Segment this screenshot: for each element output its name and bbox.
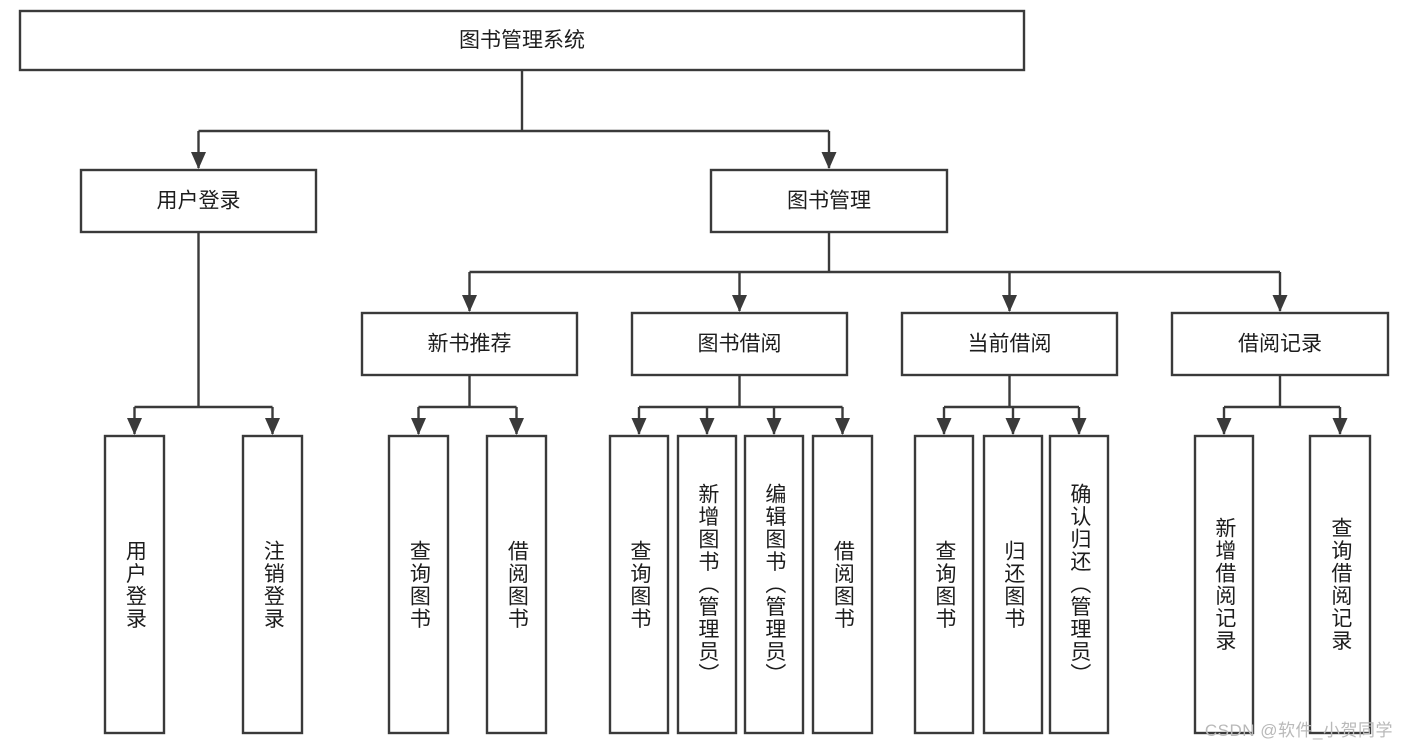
node-leaf-11[interactable] <box>1193 434 1255 735</box>
arrow-head-icon <box>631 418 647 435</box>
arrow-head-icon <box>1002 295 1017 312</box>
node-level2-label-1: 图书管理 <box>787 190 871 213</box>
node-leaf-1[interactable] <box>241 434 304 735</box>
node-level3-2[interactable] <box>900 311 1119 377</box>
node-leaf-8[interactable] <box>913 434 975 735</box>
node-leaf-10[interactable] <box>1048 434 1110 735</box>
arrow-head-icon <box>1332 418 1348 435</box>
arrow-head-icon <box>191 152 206 169</box>
arrow-head-icon <box>1272 295 1288 312</box>
arrow-head-icon <box>1071 418 1087 435</box>
node-leaf-6[interactable] <box>743 434 805 735</box>
node-level3-label-1: 图书借阅 <box>698 333 782 356</box>
arrow-head-icon <box>462 295 477 312</box>
node-root-label: 图书管理系统 <box>459 29 585 52</box>
node-level3-3[interactable] <box>1170 311 1390 377</box>
node-level3-0[interactable] <box>360 311 579 377</box>
arrow-head-icon <box>936 418 952 435</box>
node-leaf-4[interactable] <box>608 434 670 735</box>
arrow-head-icon <box>127 418 142 435</box>
node-leaf-9[interactable] <box>982 434 1044 735</box>
arrow-head-icon <box>699 418 715 435</box>
arrow-head-icon <box>509 418 524 435</box>
node-level3-label-2: 当前借阅 <box>968 333 1052 356</box>
arrow-head-icon <box>766 418 782 435</box>
node-leaf-2[interactable] <box>387 434 450 735</box>
node-leaf-12[interactable] <box>1308 434 1372 735</box>
node-leaf-7[interactable] <box>811 434 874 735</box>
node-level2-label-0: 用户登录 <box>157 190 241 213</box>
arrow-head-icon <box>821 152 837 169</box>
node-level3-1[interactable] <box>630 311 849 377</box>
watermark-text: CSDN @软件_小贺同学 <box>1204 721 1393 740</box>
node-root[interactable] <box>18 9 1026 72</box>
node-level2-0[interactable] <box>79 168 318 234</box>
arrow-head-icon <box>411 418 426 435</box>
arrow-head-icon <box>1216 418 1232 435</box>
node-leaf-3[interactable] <box>485 434 548 735</box>
arrow-head-icon <box>732 295 747 312</box>
node-leaf-5[interactable] <box>676 434 738 735</box>
arrow-head-icon <box>265 418 280 435</box>
node-level2-1[interactable] <box>709 168 949 234</box>
node-leaf-0[interactable] <box>103 434 166 735</box>
connectors-layer <box>127 70 1348 435</box>
node-level3-label-3: 借阅记录 <box>1238 333 1322 356</box>
node-level3-label-0: 新书推荐 <box>428 333 512 356</box>
arrow-head-icon <box>1005 418 1021 435</box>
arrow-head-icon <box>835 418 850 435</box>
